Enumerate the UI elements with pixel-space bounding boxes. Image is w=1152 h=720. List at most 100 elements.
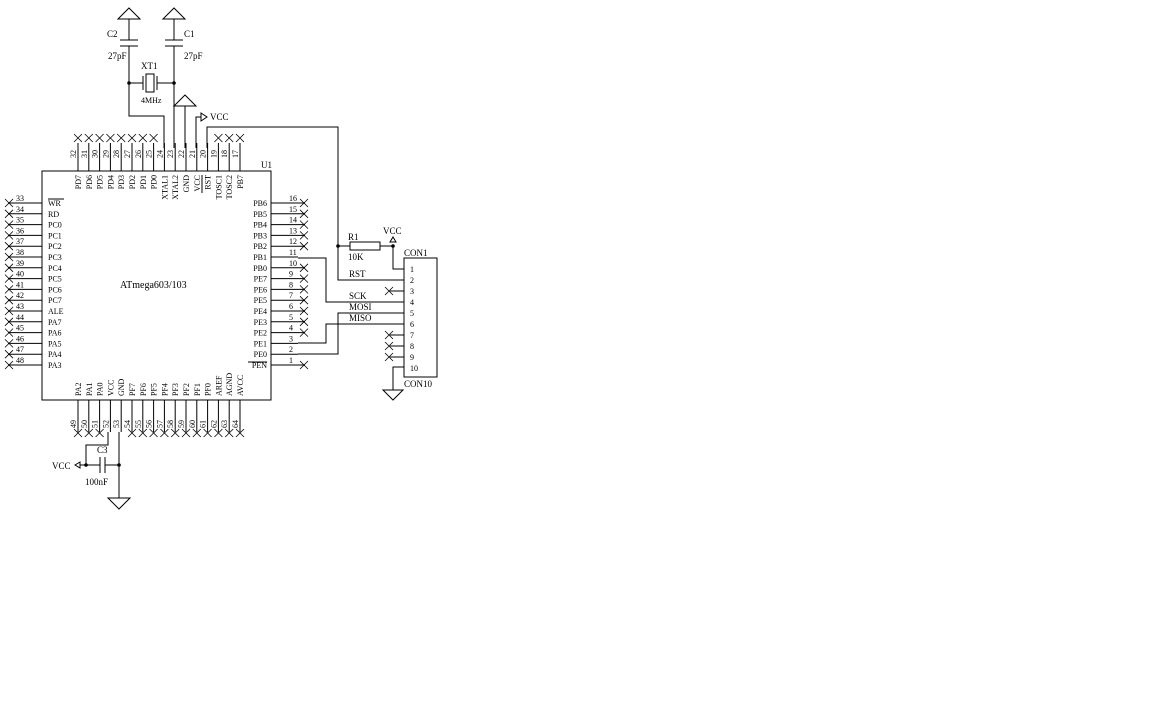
right-pin-number: 11 <box>289 248 297 257</box>
connector-pin-number: 10 <box>410 364 418 373</box>
no-connect-mark <box>384 286 394 296</box>
no-connect-mark <box>4 328 14 337</box>
bottom-pin-number: 52 <box>101 420 110 428</box>
right-pin-number: 16 <box>289 194 297 203</box>
no-connect-mark <box>299 328 309 337</box>
top-pin-name: PD6 <box>85 175 94 189</box>
left-pin-number: 35 <box>16 216 24 225</box>
right-pin-name: PE0 <box>254 350 267 359</box>
top-pin-name: PD4 <box>106 175 115 189</box>
no-connect-mark <box>84 133 94 143</box>
r1-value: 10K <box>348 252 364 262</box>
right-pin-name: PE4 <box>254 307 267 316</box>
right-pin-number: 14 <box>289 216 297 225</box>
top-pin-number: 22 <box>177 150 186 158</box>
bottom-pin-number: 63 <box>220 420 229 428</box>
top-pin-name: PD3 <box>117 175 126 189</box>
right-pin-name: PB5 <box>253 210 267 219</box>
c1-supply-symbol <box>161 7 187 20</box>
no-connect-mark <box>149 428 158 438</box>
top-pin-number: 28 <box>112 150 121 158</box>
right-pin-number: 8 <box>289 280 293 289</box>
top-pin-name: TOSC1 <box>214 175 223 199</box>
chip-body <box>41 170 272 401</box>
bottom-pin-number: 54 <box>123 420 132 428</box>
left-pin-number: 38 <box>16 248 24 257</box>
left-pin-name: WR <box>48 199 62 208</box>
bottom-pin-number: 58 <box>166 420 175 428</box>
top-pin-number: 26 <box>134 150 143 158</box>
left-pin-number: 34 <box>16 205 24 214</box>
connector-pin-number: 6 <box>410 320 414 329</box>
right-pin-name: PB4 <box>253 221 267 230</box>
no-connect-mark <box>4 209 14 219</box>
right-pin-name: PE1 <box>254 339 267 348</box>
right-pin-name: PE7 <box>254 275 267 284</box>
bottom-pin-name: VCC <box>106 380 115 396</box>
no-connect-mark <box>95 133 104 143</box>
left-pin-number: 41 <box>16 280 24 289</box>
right-pin-number: 2 <box>289 345 293 354</box>
right-pin-name: PE5 <box>254 296 267 305</box>
bottom-pin-name: PF3 <box>171 383 180 396</box>
no-connect-mark <box>4 198 14 208</box>
top-pin-number: 23 <box>166 150 175 158</box>
top-pin-name: VCC <box>193 175 202 191</box>
connector-pin-number: 2 <box>410 276 414 285</box>
left-pin-name: PC1 <box>48 231 62 240</box>
bottom-pin-name: AGND <box>225 373 234 396</box>
no-connect-mark <box>4 231 14 240</box>
left-pin-name: PA7 <box>48 318 62 327</box>
left-pin-number: 46 <box>16 334 24 343</box>
right-pin-number: 12 <box>289 237 297 246</box>
no-connect-mark <box>4 241 14 251</box>
right-pin-number: 9 <box>289 270 293 279</box>
right-pin-group: 16PB615PB514PB413PB312PB211PB110PB09PE78… <box>252 194 309 370</box>
vcc-c3-label: VCC <box>52 461 71 471</box>
right-pin-number: 13 <box>289 226 297 235</box>
connector-pin-number: 3 <box>410 287 414 296</box>
connector-pin-number: 7 <box>410 331 414 340</box>
no-connect-mark <box>116 133 126 143</box>
bottom-pin-name: AREF <box>214 375 223 396</box>
rst-wire <box>206 126 404 281</box>
top-pin-name: TOSC2 <box>225 175 234 199</box>
top-pin-number: 27 <box>123 150 132 158</box>
no-connect-mark <box>4 339 14 348</box>
no-connect-mark <box>299 198 309 208</box>
top-pin-group: 32PD731PD630PD529PD428PD327PD226PD125PD0… <box>69 133 245 200</box>
right-pin-name: PB6 <box>253 199 267 208</box>
left-pin-name: PC5 <box>48 275 62 284</box>
r1-ref: R1 <box>348 232 359 242</box>
no-connect-mark <box>299 209 309 219</box>
top-pin-name: GND <box>182 175 191 193</box>
c2-ref: C2 <box>107 29 118 39</box>
right-pin-number: 6 <box>289 302 293 311</box>
left-pin-name: PC2 <box>48 242 62 251</box>
connector-ref: CON1 <box>404 248 428 258</box>
left-pin-number: 39 <box>16 259 24 268</box>
no-connect-mark <box>138 133 148 143</box>
no-connect-mark <box>4 349 14 359</box>
no-connect-mark <box>384 330 394 340</box>
bottom-pin-name: PF2 <box>182 383 191 396</box>
bottom-pin-name: PA2 <box>74 383 83 397</box>
con1-gnd-symbol <box>381 389 405 401</box>
bottom-pin-number: 59 <box>177 420 186 428</box>
left-pin-name: RD <box>48 210 59 219</box>
no-connect-mark <box>4 274 14 283</box>
bottom-pin-number: 60 <box>188 420 197 428</box>
no-connect-mark <box>299 274 309 283</box>
top-pin-name: RST <box>204 175 213 190</box>
left-pin-name: PC7 <box>48 296 62 305</box>
top-pin-number: 21 <box>188 150 197 158</box>
bottom-pin-name: PF6 <box>139 383 148 396</box>
left-pin-name: PA3 <box>48 361 62 370</box>
bottom-pin-name: PA1 <box>85 383 94 397</box>
xt1-ref: XT1 <box>141 61 158 71</box>
bottom-pin-name: PF4 <box>160 383 169 396</box>
bottom-pin-name: AVCC <box>236 375 245 396</box>
bottom-pin-number: 53 <box>112 420 121 428</box>
